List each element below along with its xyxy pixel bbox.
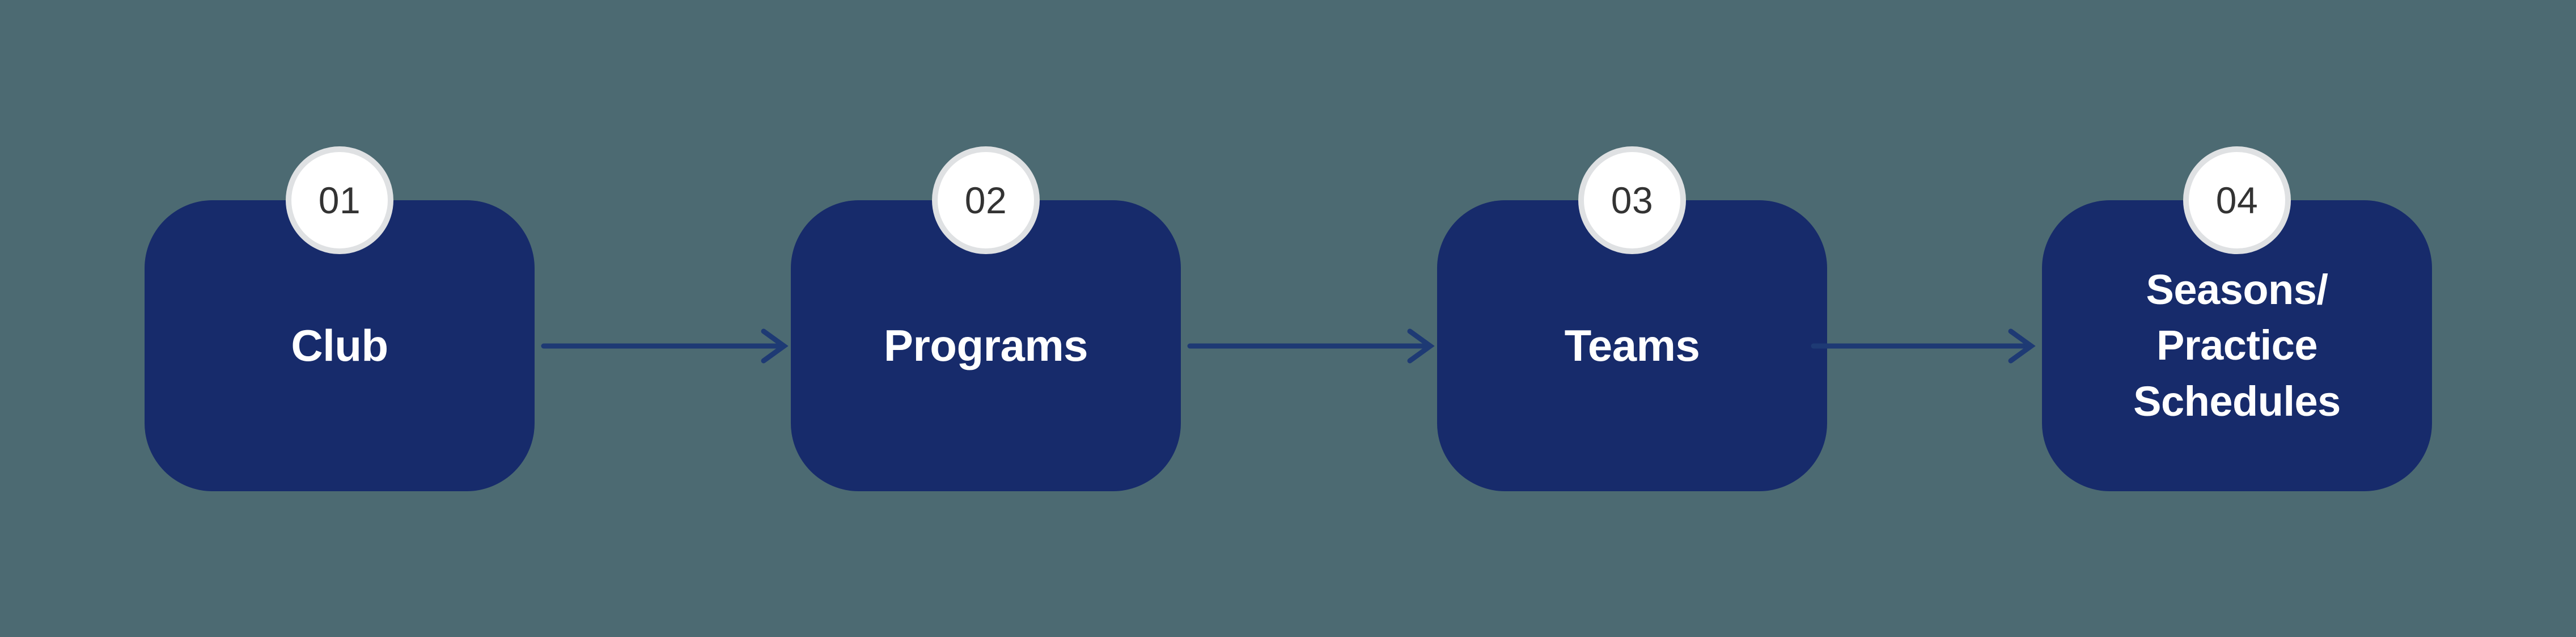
process-step-3-label: Teams xyxy=(1564,320,1700,370)
arrow-right-icon xyxy=(541,328,789,364)
process-step-1-label: Club xyxy=(291,320,388,370)
process-step-4-label: Seasons/ Practice Schedules xyxy=(2133,265,2341,425)
arrow-right-icon xyxy=(1811,328,2036,364)
process-step-1[interactable]: Club 01 xyxy=(145,146,535,491)
process-step-2-label: Programs xyxy=(883,320,1088,370)
process-step-2-badge: 02 xyxy=(932,146,1040,254)
process-step-1-badge: 01 xyxy=(286,146,393,254)
process-step-3-number: 03 xyxy=(1611,179,1654,221)
process-step-1-number: 01 xyxy=(318,179,361,221)
process-step-4[interactable]: Seasons/ Practice Schedules 04 xyxy=(2042,146,2432,491)
arrow-right-icon xyxy=(1187,328,1435,364)
process-step-3[interactable]: Teams 03 xyxy=(1437,146,1827,491)
process-step-2-number: 02 xyxy=(964,179,1007,221)
process-step-2[interactable]: Programs 02 xyxy=(791,146,1181,491)
process-step-3-badge: 03 xyxy=(1578,146,1686,254)
connector-arrow-3 xyxy=(1811,327,2038,365)
process-step-4-box[interactable]: Seasons/ Practice Schedules xyxy=(2042,200,2432,491)
connector-arrow-2 xyxy=(1187,327,1437,365)
process-step-2-box[interactable]: Programs xyxy=(791,200,1181,491)
process-step-4-number: 04 xyxy=(2215,179,2259,221)
process-step-4-badge: 04 xyxy=(2183,146,2291,254)
connector-arrow-1 xyxy=(541,327,791,365)
